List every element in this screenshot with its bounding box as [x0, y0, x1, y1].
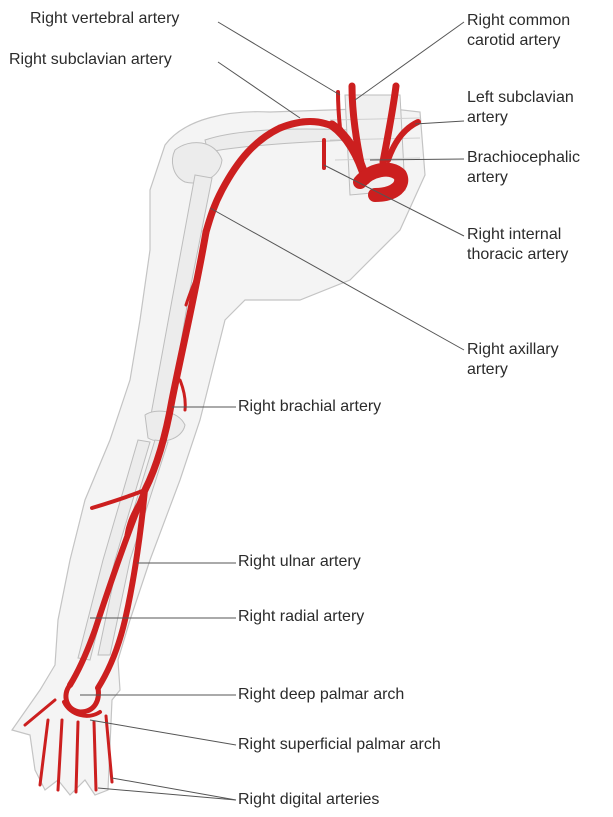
label-right-superficial-palmar-arch: Right superficial palmar arch: [238, 735, 441, 755]
label-right-radial-artery: Right radial artery: [238, 607, 364, 627]
label-right-common-carotid-artery: Right common carotid artery: [467, 11, 570, 51]
label-right-ulnar-artery: Right ulnar artery: [238, 552, 361, 572]
label-right-vertebral-artery: Right vertebral artery: [30, 9, 179, 29]
leader-right-vertebral: [218, 22, 340, 95]
digital-artery-3: [76, 722, 78, 792]
label-left-subclavian-artery: Left subclavian artery: [467, 88, 574, 128]
label-right-brachial-artery: Right brachial artery: [238, 397, 381, 417]
leader-right-digital-1: [112, 778, 236, 800]
digital-artery-4: [94, 722, 96, 790]
right-vertebral-artery: [338, 92, 340, 128]
leader-right-common-carotid: [355, 22, 464, 100]
label-right-deep-palmar-arch: Right deep palmar arch: [238, 685, 404, 705]
leader-right-digital-2: [98, 788, 236, 800]
label-right-digital-arteries: Right digital arteries: [238, 790, 379, 810]
leader-left-subclavian: [415, 121, 464, 124]
leader-right-superficial-palmar-arch: [90, 720, 236, 745]
leader-right-subclavian: [218, 62, 300, 118]
label-brachiocephalic-artery: Brachiocephalic artery: [467, 148, 580, 188]
label-right-axillary-artery: Right axillary artery: [467, 340, 559, 380]
label-right-subclavian-artery: Right subclavian artery: [9, 50, 172, 70]
label-right-internal-thoracic-artery: Right internal thoracic artery: [467, 225, 568, 265]
